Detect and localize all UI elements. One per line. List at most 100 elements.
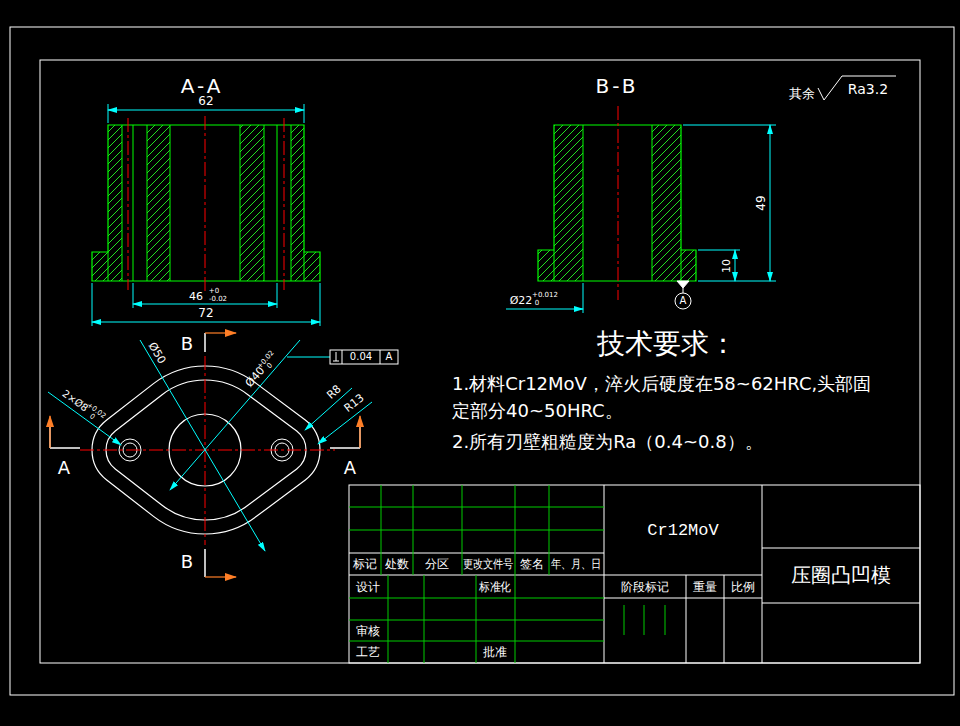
table-cell: 标记 [353,558,377,570]
section-b-b [506,125,776,313]
section-b-b [618,106,619,300]
dimension: 10 [721,259,732,273]
section-a-a [92,104,320,326]
tolerance: -0.02 [209,296,227,303]
dimension: Ø22 [510,295,533,306]
title-block [762,485,763,663]
section-arrow [205,576,236,577]
top-view [140,340,265,551]
top-view [80,356,335,545]
table-cell: 工艺 [356,646,380,658]
sheet-frame [40,60,920,663]
title-block [424,575,425,663]
section-b-b [538,125,696,281]
section-a-a [128,118,129,290]
table-cell: 分区 [425,558,449,570]
section-a-a [304,104,305,123]
section-b-b [770,125,771,281]
section-a-a [92,125,320,281]
tolerance-frame [342,350,343,364]
table-cell: 重量 [693,581,717,593]
title-block [549,485,550,575]
tolerance-frame [330,350,398,364]
top-view [48,333,398,577]
dimension: 49 [755,195,767,210]
table-cell: 签名 [520,558,544,570]
dimension: 72 [198,307,213,319]
section-a-a [108,110,304,111]
table-cell: 标准化 [479,581,511,593]
section-b-b [554,125,583,281]
title-block [686,575,687,663]
section-b-b [554,250,555,281]
title-block [604,598,762,599]
table-cell: 年、月、日 [551,558,602,570]
section-b-b [698,281,776,282]
title-block [413,485,414,575]
table-cell: 更改文件号 [463,558,514,570]
title-block [515,485,516,575]
section-a-a [147,125,170,281]
section-letter: B [181,553,193,571]
title-block [388,575,389,663]
title-block [462,485,463,575]
note-text: 1.材料Cr12MoV，淬火后硬度在58~62HRC,头部固定部分40~50HR… [452,370,884,424]
title-block [624,605,625,635]
tolerance-frame [336,352,337,361]
dimension: R8 [325,383,343,401]
section-a-a [133,125,134,281]
roughness-symbol [818,76,896,100]
section-a-a [264,125,265,281]
dimension: 2×Ø8 [60,388,89,413]
section-a-a [205,116,206,292]
section-b-b [681,250,696,281]
section-a-a [277,125,278,281]
section-a-a [240,125,241,281]
title-block [515,575,516,663]
title-block [644,605,645,635]
section-a-a [108,125,304,281]
section-b-b [538,125,696,281]
section-a-a [240,125,264,281]
tolerance-frame [333,361,339,362]
tolerance: 0 [535,300,539,307]
section-b-b [652,125,653,281]
title-block [349,485,920,663]
section-a-a [147,125,148,281]
section-arrow [50,333,360,577]
section-b-b [506,106,776,313]
sheet-frame [10,27,954,695]
section-arrow [359,416,360,448]
section-a-a [320,283,321,326]
section-a-a [284,118,285,290]
section-b-b [538,250,554,281]
section-marker [204,333,206,352]
table-cell: 审核 [356,625,380,637]
title-block [349,530,604,531]
section-a-a [122,125,123,281]
notes-heading: 技术要求： [597,330,737,358]
table-cell: 处数 [385,558,409,570]
title-block [349,553,604,554]
section-arrow [205,332,236,333]
top-view [48,340,372,551]
section-a-a [108,104,109,123]
title-block [762,548,920,549]
roughness-value: Ra3.2 [848,82,888,96]
section-b-b [698,250,740,251]
title-block [665,605,666,635]
datum-symbol [683,288,684,293]
section-b-b [506,309,583,310]
section-a-a [108,125,122,281]
part-name: 压圈凸凹模 [791,565,891,585]
datum-symbol [677,281,689,288]
title-block [349,485,920,663]
view-title: B-B [596,76,639,96]
sheet-frame [10,27,954,695]
section-a-a [304,252,305,281]
top-view [287,357,330,358]
tolerance-value: 0.04 [350,352,372,362]
section-b-b [735,250,736,281]
